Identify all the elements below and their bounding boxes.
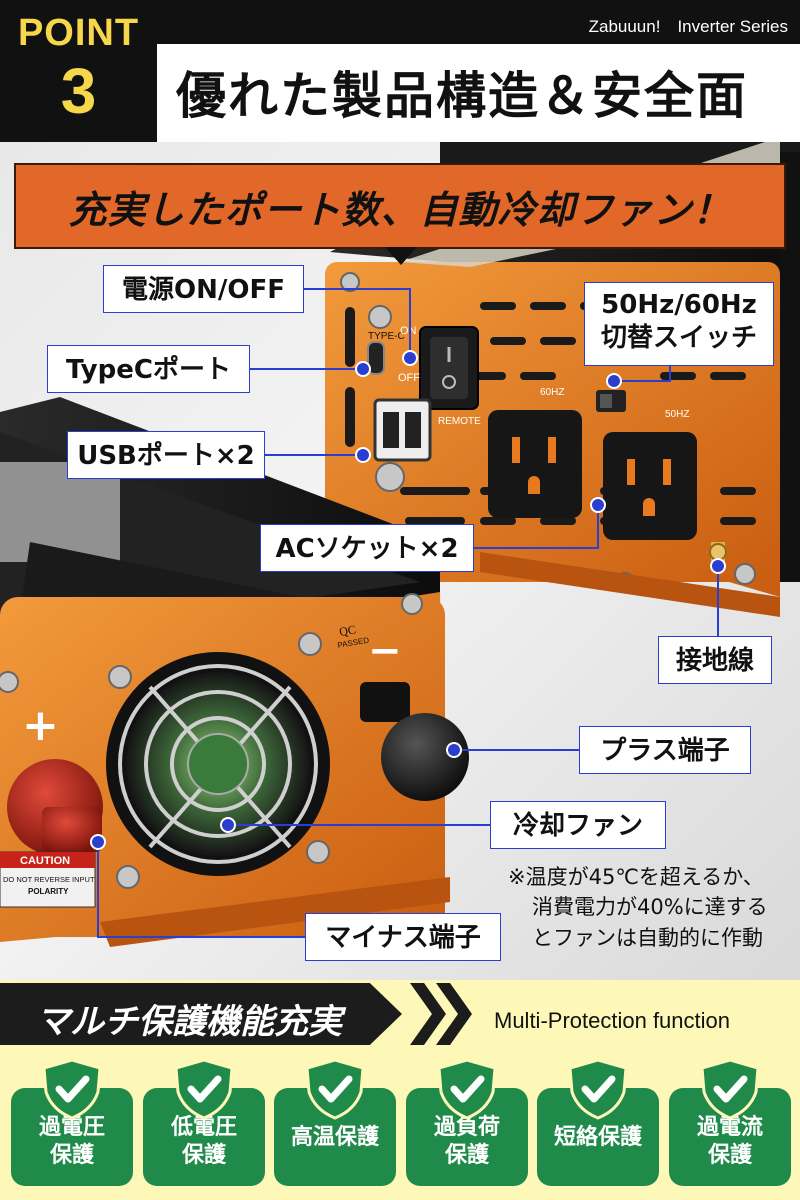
off-printed-label: OFF — [398, 372, 420, 384]
feature-banner-text: 充実したポート数、自動冷却ファン！ — [68, 188, 732, 232]
protection-item-line2: 保護 — [49, 1143, 94, 1169]
protection-area — [0, 1046, 800, 1200]
remote-printed-label: REMOTE — [438, 416, 481, 427]
headline-bg — [157, 44, 800, 142]
caution-printed: CAUTION — [20, 855, 70, 867]
point-badge: POINT 3 — [0, 0, 157, 142]
qc-printed: QC — [338, 622, 357, 639]
callout-freq-switch-line1: 50Hz/60Hz — [601, 290, 757, 320]
shield-check-icon — [305, 1058, 365, 1120]
protection-title-box — [0, 983, 402, 1045]
fan-note-line2: 消費電力が40%に達する — [532, 895, 768, 920]
hz60-printed-label: 60HZ — [540, 387, 564, 398]
feature-banner: 充実したポート数、自動冷却ファン！ — [14, 163, 786, 249]
protection-item-text: 過電圧 保護 — [11, 1114, 133, 1170]
callout-freq-switch-line2: 切替スイッチ — [600, 322, 757, 353]
fan-note-line1: ※温度が45℃を超えるか、 — [508, 865, 764, 889]
plus-sign-printed: + — [22, 700, 59, 751]
callout-ac-sockets: ACソケット×2 — [260, 524, 474, 572]
chevrons-icon — [410, 983, 472, 1045]
callout-freq-switch: 50Hz/60Hz 切替スイッチ — [584, 282, 774, 366]
brand-text: Zabuuun! Inverter Series — [588, 17, 788, 36]
shield-check-icon — [568, 1058, 628, 1120]
hz50-printed-label: 50HZ — [665, 409, 689, 420]
reverse-printed-1: DO NOT REVERSE INPUT — [3, 875, 95, 884]
callout-cooling-fan: 冷却ファン — [490, 801, 666, 849]
callout-usb-ports: USBポート×2 — [67, 431, 265, 479]
shield-check-icon — [42, 1058, 102, 1120]
point-label: POINT — [17, 12, 140, 54]
on-printed-label: ON — [400, 325, 417, 337]
protection-item-text: 高温保護 — [274, 1124, 396, 1152]
minus-sign-printed: − — [368, 628, 402, 674]
callout-typec-port: TypeCポート — [47, 345, 250, 393]
callout-power-switch: 電源ON/OFF — [103, 265, 304, 313]
reverse-printed-2: POLARITY — [28, 887, 69, 896]
protection-subtitle: Multi-Protection function — [494, 1008, 730, 1033]
protection-item-line2: 保護 — [181, 1143, 226, 1169]
point-number: 3 — [60, 55, 97, 127]
callout-minus-terminal: マイナス端子 — [305, 913, 501, 961]
protection-title: マルチ保護機能充実 — [36, 1002, 342, 1042]
shield-check-icon — [437, 1058, 497, 1120]
protection-item-line2: 保護 — [444, 1143, 489, 1169]
callout-ground-wire: 接地線 — [658, 636, 772, 684]
shield-check-icon — [174, 1058, 234, 1120]
fan-note: ※温度が45℃を超えるか、 消費電力が40%に達する とファンは自動的に作動 — [508, 862, 768, 953]
protection-item-line1: 高温保護 — [290, 1125, 379, 1150]
banner-pointer — [385, 247, 417, 265]
protection-item-text: 短絡保護 — [537, 1124, 659, 1152]
protection-item-line1: 短絡保護 — [553, 1125, 642, 1150]
protection-item-line2: 保護 — [707, 1143, 752, 1169]
protection-item-text: 低電圧 保護 — [143, 1114, 265, 1170]
top-strip: Zabuuun! Inverter Series — [157, 0, 800, 44]
callout-plus-terminal: プラス端子 — [579, 726, 751, 774]
fan-note-line3: とファンは自動的に作動 — [532, 925, 763, 950]
protection-item-text: 過負荷 保護 — [406, 1114, 528, 1170]
protection-item-text: 過電流 保護 — [669, 1114, 791, 1170]
shield-check-icon — [700, 1058, 760, 1120]
page-title: 優れた製品構造＆安全面 — [176, 67, 748, 125]
